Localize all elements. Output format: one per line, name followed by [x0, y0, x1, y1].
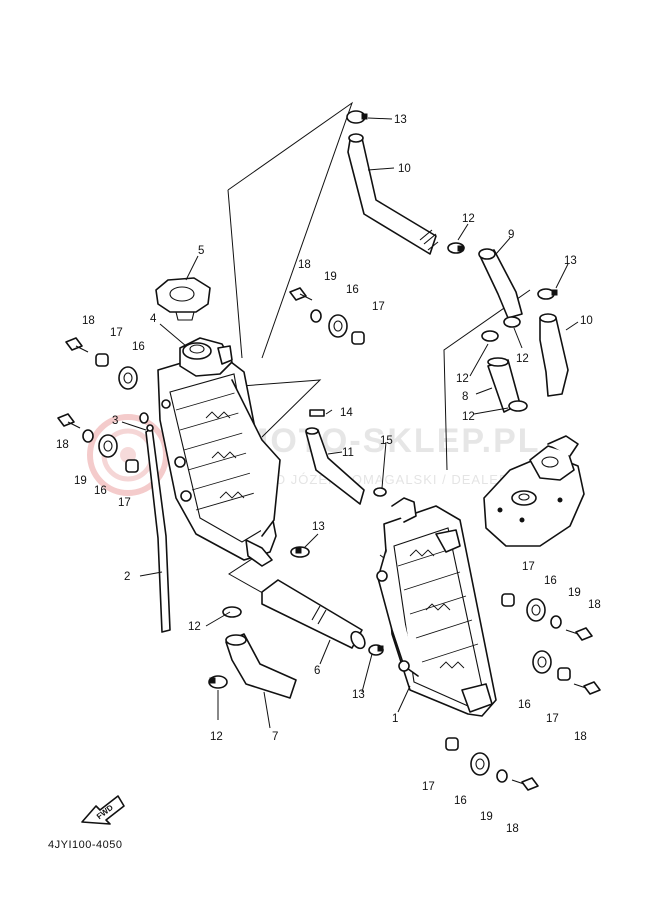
callout-15: 15 — [380, 435, 393, 447]
callout-17: 17 — [522, 561, 535, 573]
callout-7: 7 — [272, 731, 278, 743]
callout-12: 12 — [456, 373, 469, 385]
callout-leaders — [121, 117, 579, 729]
hose-6 — [261, 579, 366, 650]
watermark: MOTO-SKLEP.PL WAMOTTO JÓZEF DOMAGALSKI /… — [87, 414, 574, 496]
callout-12: 12 — [188, 621, 201, 633]
breather-pipe-2 — [145, 424, 171, 633]
right-radiator — [376, 497, 497, 717]
callout-19: 19 — [74, 475, 87, 487]
callout-1: 1 — [392, 713, 398, 725]
callout-17: 17 — [110, 327, 123, 339]
callout-17: 17 — [422, 781, 435, 793]
callout-16: 16 — [454, 795, 467, 807]
fwd-arrow-icon: FWD — [81, 795, 125, 825]
water-pump-cover — [483, 435, 585, 547]
callout-18: 18 — [574, 731, 587, 743]
bolts — [57, 287, 601, 791]
watermark-title: MOTO-SKLEP.PL — [240, 422, 541, 460]
callout-9: 9 — [508, 229, 514, 241]
callout-5: 5 — [198, 245, 204, 257]
callout-19: 19 — [568, 587, 581, 599]
callout-13: 13 — [564, 255, 577, 267]
callout-2: 2 — [124, 571, 130, 583]
callout-10: 10 — [580, 315, 593, 327]
callout-18: 18 — [298, 259, 311, 271]
callout-16: 16 — [544, 575, 557, 587]
callout-17: 17 — [546, 713, 559, 725]
callout-4: 4 — [150, 313, 157, 325]
hose-9 — [478, 248, 523, 319]
callout-19: 19 — [324, 271, 337, 283]
watermark-logo — [87, 414, 169, 496]
washers — [82, 309, 562, 783]
callout-17: 17 — [118, 497, 131, 509]
callout-8: 8 — [462, 391, 468, 403]
clamps — [208, 110, 558, 689]
hose-10-upper — [347, 133, 439, 255]
callout-6: 6 — [314, 665, 320, 677]
collars — [95, 331, 571, 751]
callout-14: 14 — [340, 407, 353, 419]
watermark-subtitle: WAMOTTO JÓZEF DOMAGALSKI / DEALER YAMAHA — [212, 472, 574, 487]
hose-10-right — [539, 313, 569, 397]
left-radiator — [157, 351, 281, 567]
callouts: 13 10 12 9 13 10 12 12 8 12 18 19 16 17 … — [56, 114, 601, 835]
callout-16: 16 — [346, 284, 359, 296]
callout-12: 12 — [516, 353, 529, 365]
hose-7 — [225, 633, 297, 699]
callout-13: 13 — [352, 689, 365, 701]
callout-16: 16 — [94, 485, 107, 497]
callout-13: 13 — [312, 521, 325, 533]
callout-11: 11 — [342, 447, 354, 459]
radiator-cap — [155, 277, 211, 321]
callout-10: 10 — [398, 163, 411, 175]
callout-18: 18 — [506, 823, 519, 835]
grommets — [98, 314, 552, 776]
callout-12: 12 — [462, 411, 475, 423]
callout-16: 16 — [518, 699, 531, 711]
callout-16: 16 — [132, 341, 145, 353]
callout-17: 17 — [372, 301, 385, 313]
callout-3: 3 — [112, 415, 118, 427]
callout-12: 12 — [210, 731, 223, 743]
filler-neck — [179, 337, 233, 377]
hose-11 — [305, 427, 365, 505]
callout-12: 12 — [462, 213, 475, 225]
callout-19: 19 — [480, 811, 493, 823]
callout-18: 18 — [82, 315, 95, 327]
callout-18: 18 — [56, 439, 69, 451]
diagram-code: 4JYI100-4050 — [48, 839, 123, 851]
callout-13: 13 — [394, 114, 407, 126]
callout-18: 18 — [588, 599, 601, 611]
